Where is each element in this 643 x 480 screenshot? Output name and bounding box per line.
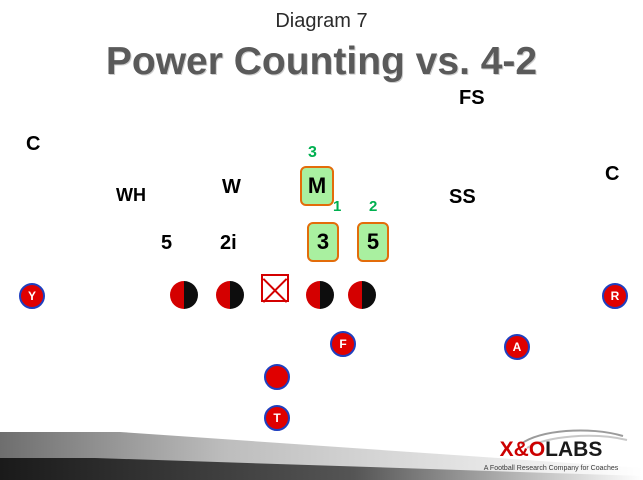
offensive-lineman-left-guard xyxy=(216,281,244,309)
center-marker xyxy=(261,274,289,302)
count-number-2: 2 xyxy=(369,198,378,215)
skill-player-quarterback xyxy=(264,364,290,390)
count-number-3: 3 xyxy=(308,144,317,161)
logo-wordmark: X&OLABS xyxy=(471,438,631,462)
logo-swoosh-icon xyxy=(520,429,628,449)
diagram-label: Diagram 7 xyxy=(275,10,368,32)
technique-label-5: 5 xyxy=(161,232,173,254)
offensive-lineman-right-tackle xyxy=(348,281,376,309)
skill-player-f: F xyxy=(330,331,356,357)
defense-label-corner-right: C xyxy=(605,163,620,185)
logo-labs: LABS xyxy=(545,438,603,461)
counted-box-five-technique: 5 xyxy=(357,222,389,262)
skill-player-t: T xyxy=(264,405,290,431)
skill-player-a: A xyxy=(504,334,530,360)
footer-wedge-graphic xyxy=(0,432,643,480)
logo: X&OLABS A Football Research Company for … xyxy=(471,429,631,474)
count-number-1: 1 xyxy=(333,198,342,215)
defense-label-wh: WH xyxy=(116,185,146,205)
footer-band xyxy=(0,432,643,480)
counted-box-three-technique: 3 xyxy=(307,222,339,262)
defense-label-ss: SS xyxy=(449,186,476,208)
counted-box-mike: M xyxy=(300,166,334,206)
skill-player-y: Y xyxy=(19,283,45,309)
defense-label-will: W xyxy=(222,176,241,198)
logo-xo: X&O xyxy=(499,438,546,461)
page-title: Power Counting vs. 4-2 xyxy=(105,40,538,83)
offensive-lineman-left-tackle xyxy=(170,281,198,309)
skill-player-r: R xyxy=(602,283,628,309)
offensive-lineman-right-guard xyxy=(306,281,334,309)
defense-label-fs: FS xyxy=(459,87,485,109)
defense-label-corner-left: C xyxy=(26,133,41,155)
logo-tagline: A Football Research Company for Coaches xyxy=(483,465,619,472)
technique-label-2i: 2i xyxy=(220,232,237,254)
